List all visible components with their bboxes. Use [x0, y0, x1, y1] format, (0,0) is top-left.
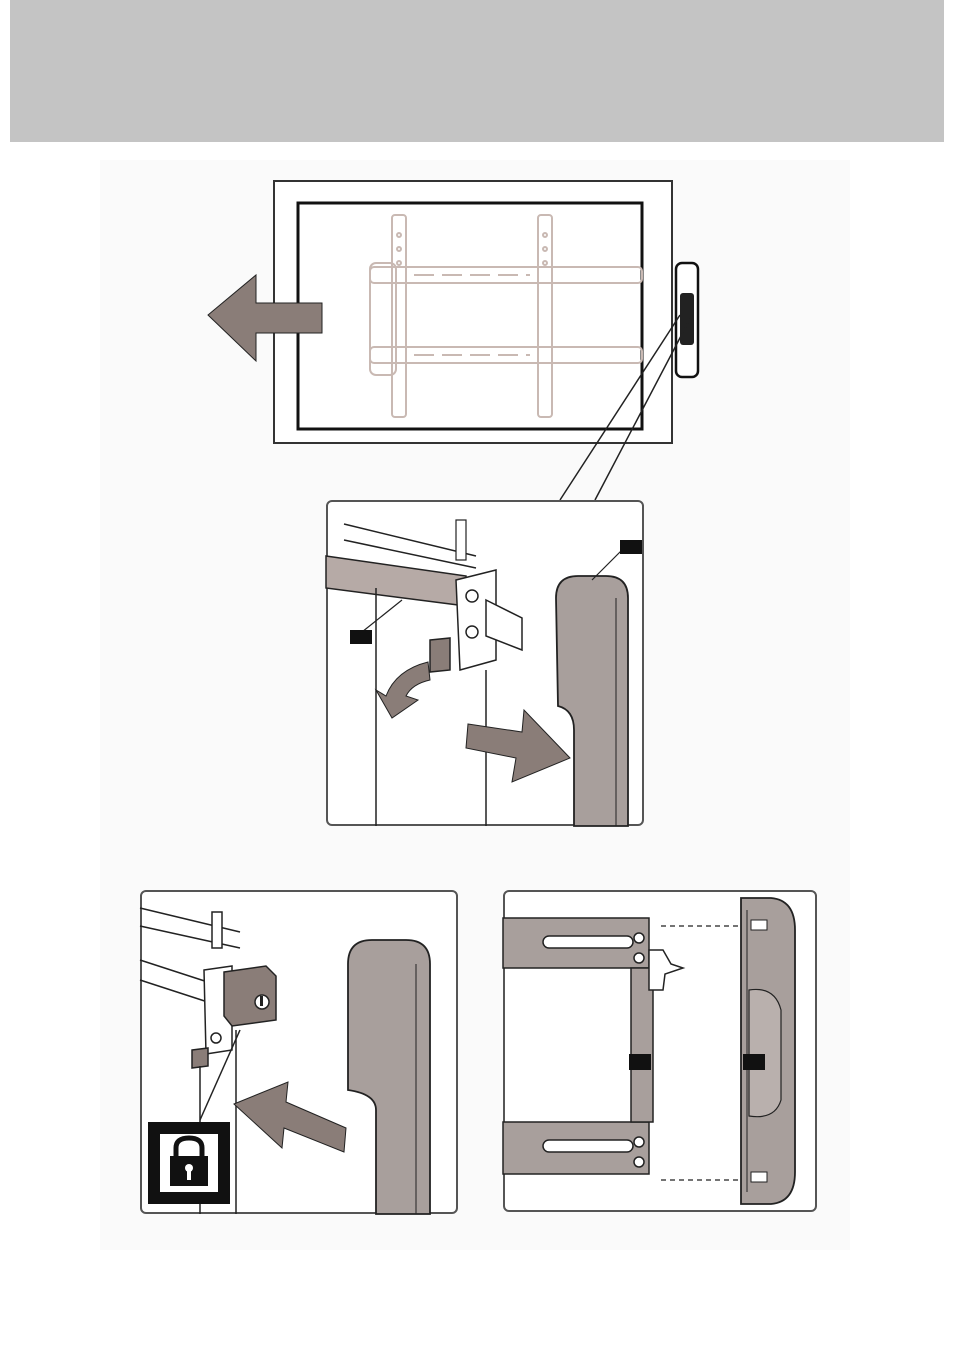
rotate-arrow-icon — [376, 662, 430, 718]
end-cap-clip-top — [751, 920, 767, 930]
part-label — [350, 630, 372, 644]
slide-right-arrow-icon — [466, 710, 570, 782]
tv-screen-frame — [298, 203, 642, 429]
part-label — [620, 540, 642, 554]
padlock-icon — [148, 1122, 230, 1204]
push-left-arrow-icon — [234, 1082, 346, 1152]
end-cap-right — [676, 263, 698, 377]
part-label — [743, 1054, 765, 1070]
mount-rail — [326, 520, 476, 606]
end-cap-clip-bottom — [751, 1172, 767, 1182]
part-label — [629, 1054, 651, 1070]
exploded-view-illustration — [503, 890, 817, 1212]
end-cap-recess — [749, 989, 781, 1116]
lock-cylinder — [224, 966, 276, 1026]
callout-leader-b — [362, 600, 402, 632]
tv-mount-overview — [200, 175, 720, 465]
header-bar — [10, 0, 944, 142]
lock-cap-illustration — [140, 890, 458, 1214]
end-cap — [556, 576, 628, 826]
zoom-detail-illustration — [326, 500, 644, 826]
mount-plate — [503, 918, 683, 1174]
end-cap — [348, 940, 430, 1214]
